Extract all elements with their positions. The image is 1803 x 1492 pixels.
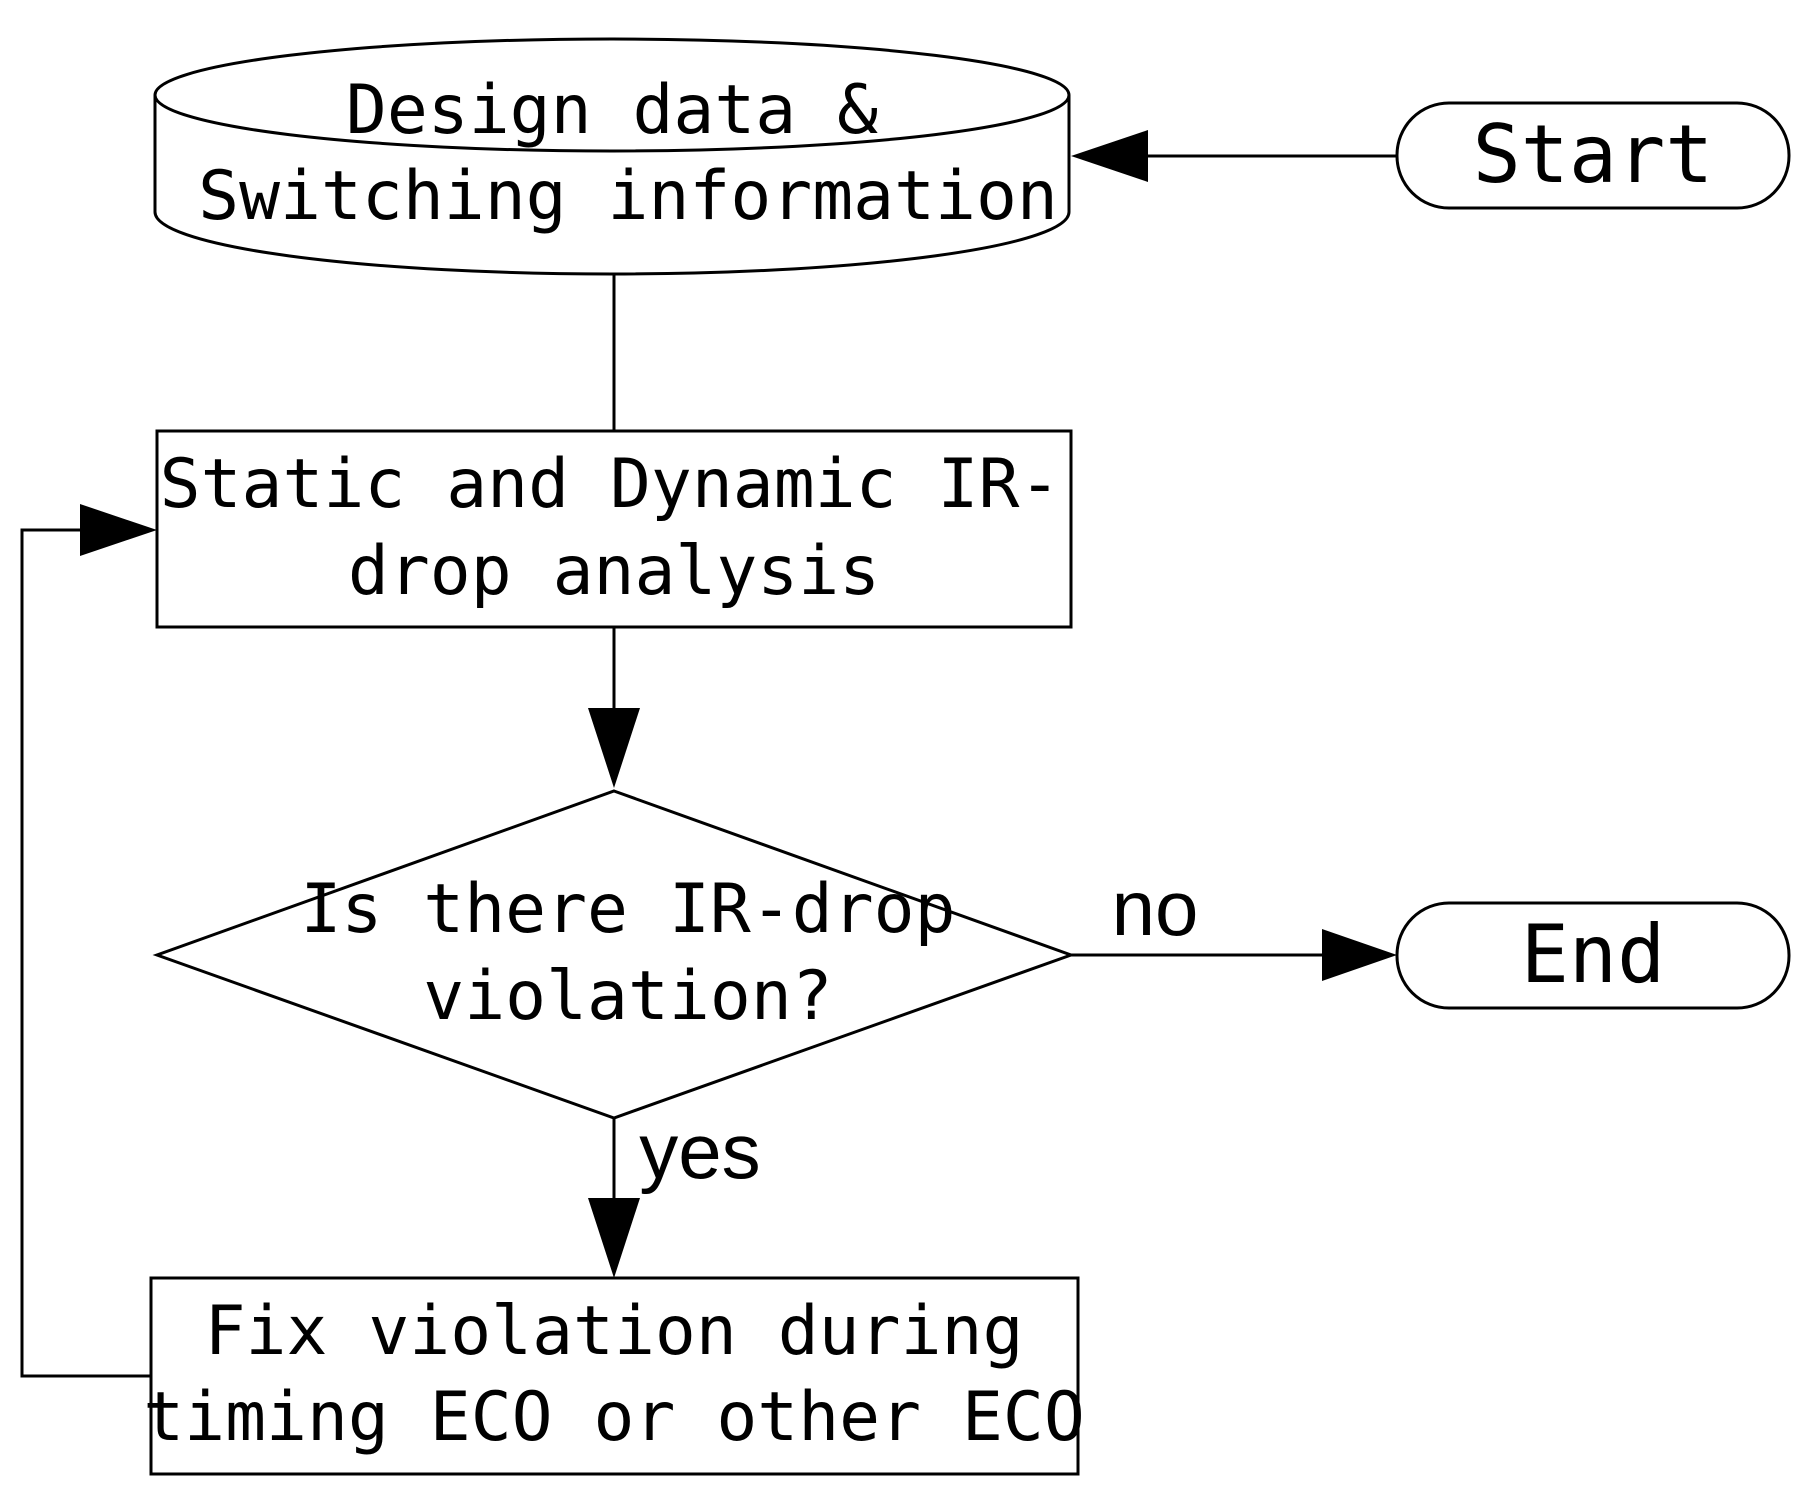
edge-analysis-arrowhead (588, 708, 640, 788)
edge-decision-to-end: no (1071, 864, 1397, 981)
fix-box (149, 1276, 1080, 1476)
decision-node: Is there IR-drop violation? (152, 789, 1076, 1120)
start-node: Start (1395, 101, 1791, 210)
edge-yes-arrowhead (588, 1198, 640, 1278)
edge-no-arrowhead (1322, 929, 1397, 981)
edge-feedback-line (20, 528, 151, 1378)
end-terminal (1395, 901, 1791, 1010)
design-data-line-2: Switching information (198, 157, 1058, 236)
fix-line-2: timing ECO or other ECO (143, 1378, 1085, 1457)
analysis-box (155, 429, 1073, 629)
decision-diamond (152, 789, 1076, 1120)
edge-fix-to-analysis (20, 504, 157, 1378)
edge-feedback-arrowhead (80, 504, 157, 556)
decision-line-2: violation? (423, 957, 832, 1036)
end-node: End (1395, 901, 1791, 1010)
analysis-line-1: Static and Dynamic IR- (160, 445, 1061, 524)
edge-decision-to-fix: yes (588, 1107, 761, 1278)
edge-analysis-to-decision (588, 627, 640, 788)
edge-yes-label: yes (639, 1107, 760, 1195)
edge-no-label: no (1112, 864, 1199, 952)
start-label: Start (1473, 108, 1714, 201)
design-data-line-1: Design data & (346, 71, 878, 150)
decision-line-1: Is there IR-drop (300, 870, 955, 949)
analysis-line-2: drop analysis (348, 532, 880, 611)
edge-start-to-design-data (1071, 130, 1397, 182)
edge-start-arrowhead (1071, 130, 1148, 182)
fix-line-1: Fix violation during (205, 1292, 1024, 1371)
design-data-node: Design data & Switching information (153, 37, 1071, 276)
analysis-node: Static and Dynamic IR- drop analysis (155, 429, 1073, 629)
design-data-cylinder-top (153, 37, 1071, 153)
end-label: End (1521, 908, 1666, 1001)
fix-node: Fix violation during timing ECO or other… (143, 1276, 1085, 1476)
